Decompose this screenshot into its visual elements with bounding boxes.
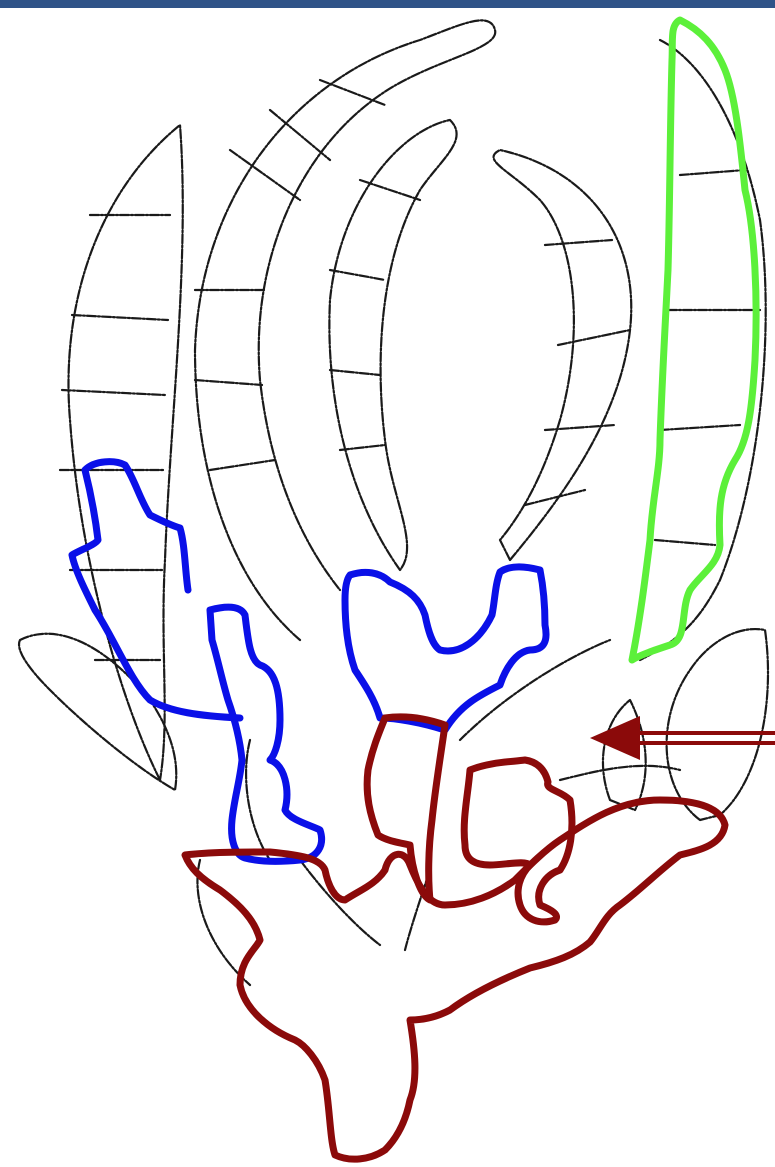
green-leaf-outline [632, 20, 756, 660]
blue-highlights [72, 462, 546, 862]
far-right-leaf [640, 40, 766, 660]
outer-left-leaf [68, 125, 182, 780]
arching-leaf-outer [195, 20, 495, 640]
double-shaft-arrow-left-icon [590, 716, 775, 760]
right-arching-leaf [494, 150, 632, 560]
red-region-base [185, 800, 725, 1159]
right-leaf-segments [525, 240, 630, 505]
blue-region-mid-left [210, 607, 322, 861]
arching-leaf-inner [329, 120, 456, 570]
right-bud [667, 629, 768, 820]
outer-left-leaf-segments [60, 215, 170, 660]
blue-region-center [345, 567, 546, 730]
green-highlight [632, 20, 756, 660]
